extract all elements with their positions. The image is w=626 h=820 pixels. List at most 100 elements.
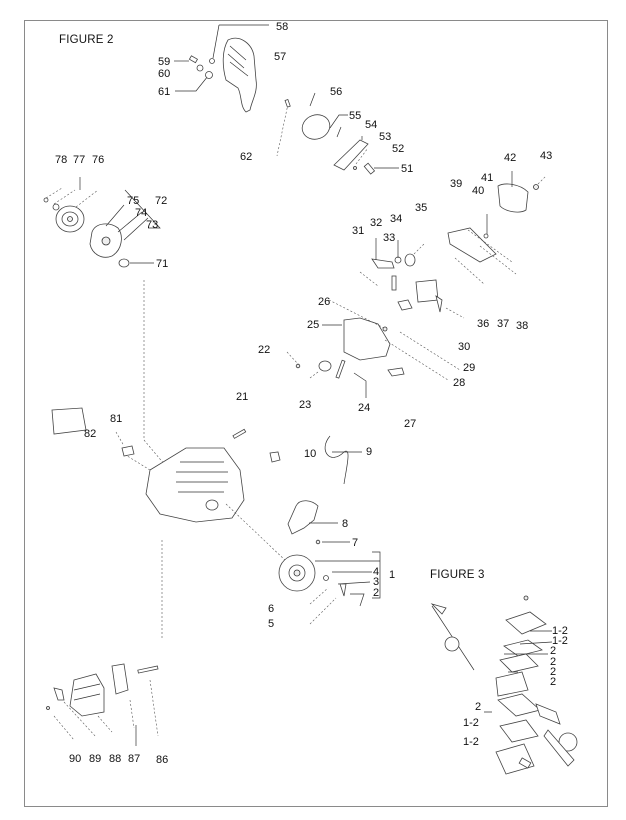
- washer-77-icon: [52, 203, 60, 211]
- fig3-callout-8: 1-2: [463, 717, 479, 729]
- callout-42: 42: [504, 152, 517, 164]
- callout-53: 53: [379, 131, 392, 143]
- screw-59-icon: [188, 55, 199, 64]
- callout-7: 7: [352, 537, 359, 549]
- callout-29: 29: [463, 362, 476, 374]
- pin-62-icon: [284, 98, 291, 108]
- nut-60-icon: [196, 64, 204, 72]
- leader-71-to-crankcase: [143, 280, 166, 466]
- callout-23: 23: [299, 399, 312, 411]
- figure-3-title: FIGURE 3: [430, 569, 485, 581]
- callout-34: 34: [390, 213, 403, 225]
- leader-43: [537, 175, 547, 185]
- washer-61-icon: [205, 71, 213, 79]
- brake-lever-part: [333, 136, 369, 171]
- decal-82-part: [51, 407, 87, 435]
- callout-28: 28: [453, 377, 466, 389]
- callout-73: 73: [146, 219, 159, 231]
- fig3-callout-1: 1-2: [552, 625, 568, 637]
- callout-61: 61: [158, 86, 171, 98]
- callout-71: 71: [156, 258, 169, 270]
- callout-8: 8: [342, 518, 349, 530]
- engine-crankcase-part: [123, 447, 288, 563]
- callout-3: 3: [373, 576, 380, 588]
- callout-60: 60: [158, 68, 171, 80]
- callout-89: 89: [89, 753, 102, 765]
- brake-handle-part: [222, 37, 257, 113]
- callout-41: 41: [481, 172, 494, 184]
- bolt-21-icon: [232, 428, 247, 439]
- figure-2-title: FIGURE 2: [59, 34, 114, 46]
- callout-24: 24: [358, 402, 371, 414]
- callout-82: 82: [84, 428, 97, 440]
- callout-86: 86: [156, 754, 169, 766]
- washer-71-icon: [118, 258, 130, 268]
- callout-37: 37: [497, 318, 510, 330]
- callout-33: 33: [383, 232, 396, 244]
- flywheel-part: [278, 551, 381, 625]
- oil-pump-parts-31-35: [359, 238, 465, 319]
- callout-90: 90: [69, 753, 82, 765]
- callout-35: 35: [415, 202, 428, 214]
- leader-62: [276, 103, 289, 157]
- muffler-group-part: [46, 663, 159, 746]
- callout-27: 27: [404, 418, 417, 430]
- fig3-callout-9: 1-2: [463, 736, 479, 748]
- callout-4: 4: [373, 566, 380, 578]
- callout-81: 81: [110, 413, 123, 425]
- part-near-10: [269, 451, 281, 463]
- callout-78: 78: [55, 154, 68, 166]
- callout-1: 1: [389, 569, 396, 581]
- spring-51-icon: [363, 162, 376, 175]
- callout-21: 21: [236, 391, 249, 403]
- callout-30: 30: [458, 341, 471, 353]
- fig3-callout-7: 2: [475, 701, 482, 713]
- callout-56: 56: [330, 86, 343, 98]
- fig3-callout-5: 2: [550, 666, 557, 678]
- brake-band-part: [301, 92, 331, 140]
- callout-62: 62: [240, 151, 253, 163]
- part-81: [121, 445, 135, 457]
- callout-25: 25: [307, 319, 320, 331]
- carburetor-part: [430, 595, 578, 775]
- callout-88: 88: [109, 753, 122, 765]
- callout-59: 59: [158, 56, 171, 68]
- callout-55: 55: [349, 110, 362, 122]
- callout-9: 9: [366, 446, 373, 458]
- callout-75: 75: [127, 195, 140, 207]
- leaders-78-77: [45, 187, 76, 205]
- callout-31: 31: [352, 225, 365, 237]
- callout-43: 43: [540, 150, 553, 162]
- callout-57: 57: [274, 51, 287, 63]
- cable-9-part: [324, 435, 349, 485]
- fig3-callout-3: 2: [550, 645, 557, 657]
- callout-22: 22: [258, 344, 271, 356]
- callout-40: 40: [472, 185, 485, 197]
- callout-54: 54: [365, 119, 378, 131]
- oil-pump-bracket-part: [447, 214, 517, 285]
- leader-58: [212, 24, 269, 59]
- fig3-callout-2: 1-2: [552, 635, 568, 647]
- screw-78-icon: [43, 197, 49, 203]
- callout-36: 36: [477, 318, 490, 330]
- callout-51: 51: [401, 163, 414, 175]
- callout-6: 6: [268, 603, 275, 615]
- callout-87: 87: [128, 753, 141, 765]
- leader-81: [115, 431, 125, 447]
- callout-26: 26: [318, 296, 331, 308]
- callout-39: 39: [450, 178, 463, 190]
- callout-2: 2: [373, 587, 380, 599]
- screw-58-icon: [209, 58, 215, 64]
- callout-76: 76: [92, 154, 105, 166]
- callout-74: 74: [135, 207, 148, 219]
- fig3-callout-4: 2: [550, 656, 557, 668]
- callout-38: 38: [516, 320, 529, 332]
- callout-32: 32: [370, 217, 383, 229]
- callout-10: 10: [304, 448, 317, 460]
- callout-77: 77: [73, 154, 86, 166]
- rivet-52-icon: [353, 166, 357, 170]
- leader-55: [329, 114, 348, 138]
- leader-61: [175, 75, 209, 92]
- callout-72: 72: [155, 195, 168, 207]
